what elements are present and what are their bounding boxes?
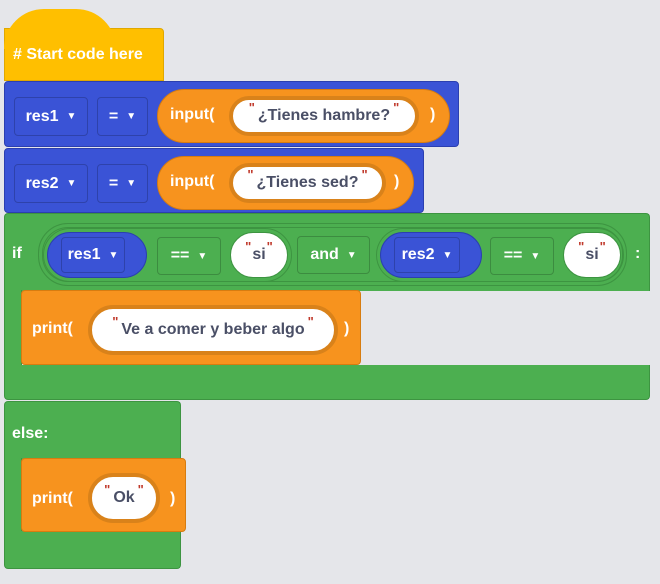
- dropdown-caret-icon: ▼: [108, 249, 119, 261]
- dropdown-caret-icon: ▼: [442, 249, 453, 261]
- string-value: ¿Tienes sed?: [256, 174, 359, 191]
- dropdown-caret-icon: ▼: [66, 178, 77, 189]
- compare-operator-dropdown[interactable]: == ▼: [490, 237, 554, 275]
- variable-dropdown[interactable]: res2 ▼: [14, 164, 88, 203]
- else-block-footer: [4, 531, 181, 569]
- if-keyword: if: [12, 245, 22, 262]
- hat-hump: [4, 9, 116, 49]
- string-field[interactable]: "Ve a comer y beber algo": [88, 305, 338, 355]
- logic-operator-dropdown[interactable]: and ▼: [297, 236, 370, 274]
- variable-dropdown[interactable]: res2 ▼: [394, 237, 460, 273]
- operator: ==: [503, 247, 523, 264]
- string-field[interactable]: "Ok": [88, 473, 160, 523]
- string-value: Ve a comer y beber algo: [121, 321, 305, 338]
- start-label: # Start code here: [13, 46, 143, 63]
- operator: =: [108, 174, 119, 192]
- dropdown-caret-icon: ▼: [530, 250, 541, 262]
- right-compare-block[interactable]: res2 ▼ == ▼ "si": [376, 228, 624, 282]
- operator-dropdown[interactable]: =▼: [97, 97, 148, 136]
- input-func-label: input(: [170, 173, 215, 190]
- operator: and: [310, 246, 339, 263]
- input-call-block[interactable]: input( "¿Tienes hambre?" ): [157, 89, 450, 143]
- assign-block-res1[interactable]: res1▼ =▼ input( "¿Tienes hambre?" ): [4, 81, 459, 147]
- variable-name: res1: [25, 107, 59, 125]
- quote-mark: ": [247, 166, 254, 182]
- variable-block-res1[interactable]: res1 ▼: [47, 232, 147, 278]
- dropdown-caret-icon: ▼: [346, 249, 357, 261]
- input-call-block[interactable]: input( "¿Tienes sed?" ): [157, 156, 414, 210]
- colon: :: [635, 245, 641, 262]
- else-keyword: else:: [12, 425, 49, 442]
- dropdown-caret-icon: ▼: [126, 178, 137, 189]
- else-block-arm: [4, 458, 22, 532]
- quote-mark: ": [248, 99, 255, 115]
- close-paren: ): [394, 173, 400, 190]
- variable-name: res1: [67, 246, 101, 263]
- string-value: ¿Tienes hambre?: [257, 107, 391, 124]
- close-paren: ): [344, 320, 350, 337]
- quote-mark: ": [599, 238, 606, 254]
- if-block-footer: [4, 365, 650, 400]
- variable-name: res2: [25, 174, 59, 192]
- quote-mark: ": [361, 166, 368, 182]
- quote-mark: ": [245, 238, 252, 254]
- dropdown-caret-icon: ▼: [197, 250, 208, 262]
- condition-and-block[interactable]: res1▼ ==▼ "si" and▼ res2▼ ==▼ "si": [38, 223, 627, 286]
- variable-block-res2[interactable]: res2 ▼: [380, 232, 482, 278]
- quote-mark: ": [393, 99, 400, 115]
- print-block[interactable]: print( "Ve a comer y beber algo" ): [21, 290, 361, 365]
- string-value: si: [252, 246, 266, 263]
- close-paren: ): [430, 106, 436, 123]
- print-block[interactable]: print( "Ok" ): [21, 458, 186, 532]
- print-func-label: print(: [32, 320, 73, 337]
- operator: =: [108, 107, 119, 125]
- variable-name: res2: [401, 246, 435, 263]
- quote-mark: ": [578, 238, 585, 254]
- left-compare-block[interactable]: res1 ▼ == ▼ "si": [43, 228, 292, 282]
- quote-mark: ": [137, 481, 144, 497]
- quote-mark: ": [266, 238, 273, 254]
- quote-mark: ": [112, 313, 119, 329]
- string-field[interactable]: "¿Tienes hambre?": [229, 96, 419, 136]
- close-paren: ): [170, 490, 176, 507]
- string-field[interactable]: "si": [563, 232, 621, 278]
- operator: ==: [170, 247, 190, 264]
- string-field[interactable]: "¿Tienes sed?": [229, 163, 386, 203]
- quote-mark: ": [307, 313, 314, 329]
- variable-dropdown[interactable]: res1 ▼: [14, 97, 88, 136]
- assign-block-res2[interactable]: res2▼ =▼ input( "¿Tienes sed?" ): [4, 148, 424, 213]
- print-func-label: print(: [32, 490, 73, 507]
- string-value: Ok: [113, 489, 135, 506]
- dropdown-caret-icon: ▼: [126, 111, 137, 122]
- else-block-header[interactable]: [4, 401, 181, 459]
- if-block-arm: [4, 290, 22, 366]
- string-field[interactable]: "si": [230, 232, 288, 278]
- string-value: si: [585, 246, 599, 263]
- dropdown-caret-icon: ▼: [66, 111, 77, 122]
- input-func-label: input(: [170, 106, 215, 123]
- operator-dropdown[interactable]: =▼: [97, 164, 148, 203]
- compare-operator-dropdown[interactable]: == ▼: [157, 237, 221, 275]
- quote-mark: ": [104, 481, 111, 497]
- variable-dropdown[interactable]: res1 ▼: [61, 237, 125, 273]
